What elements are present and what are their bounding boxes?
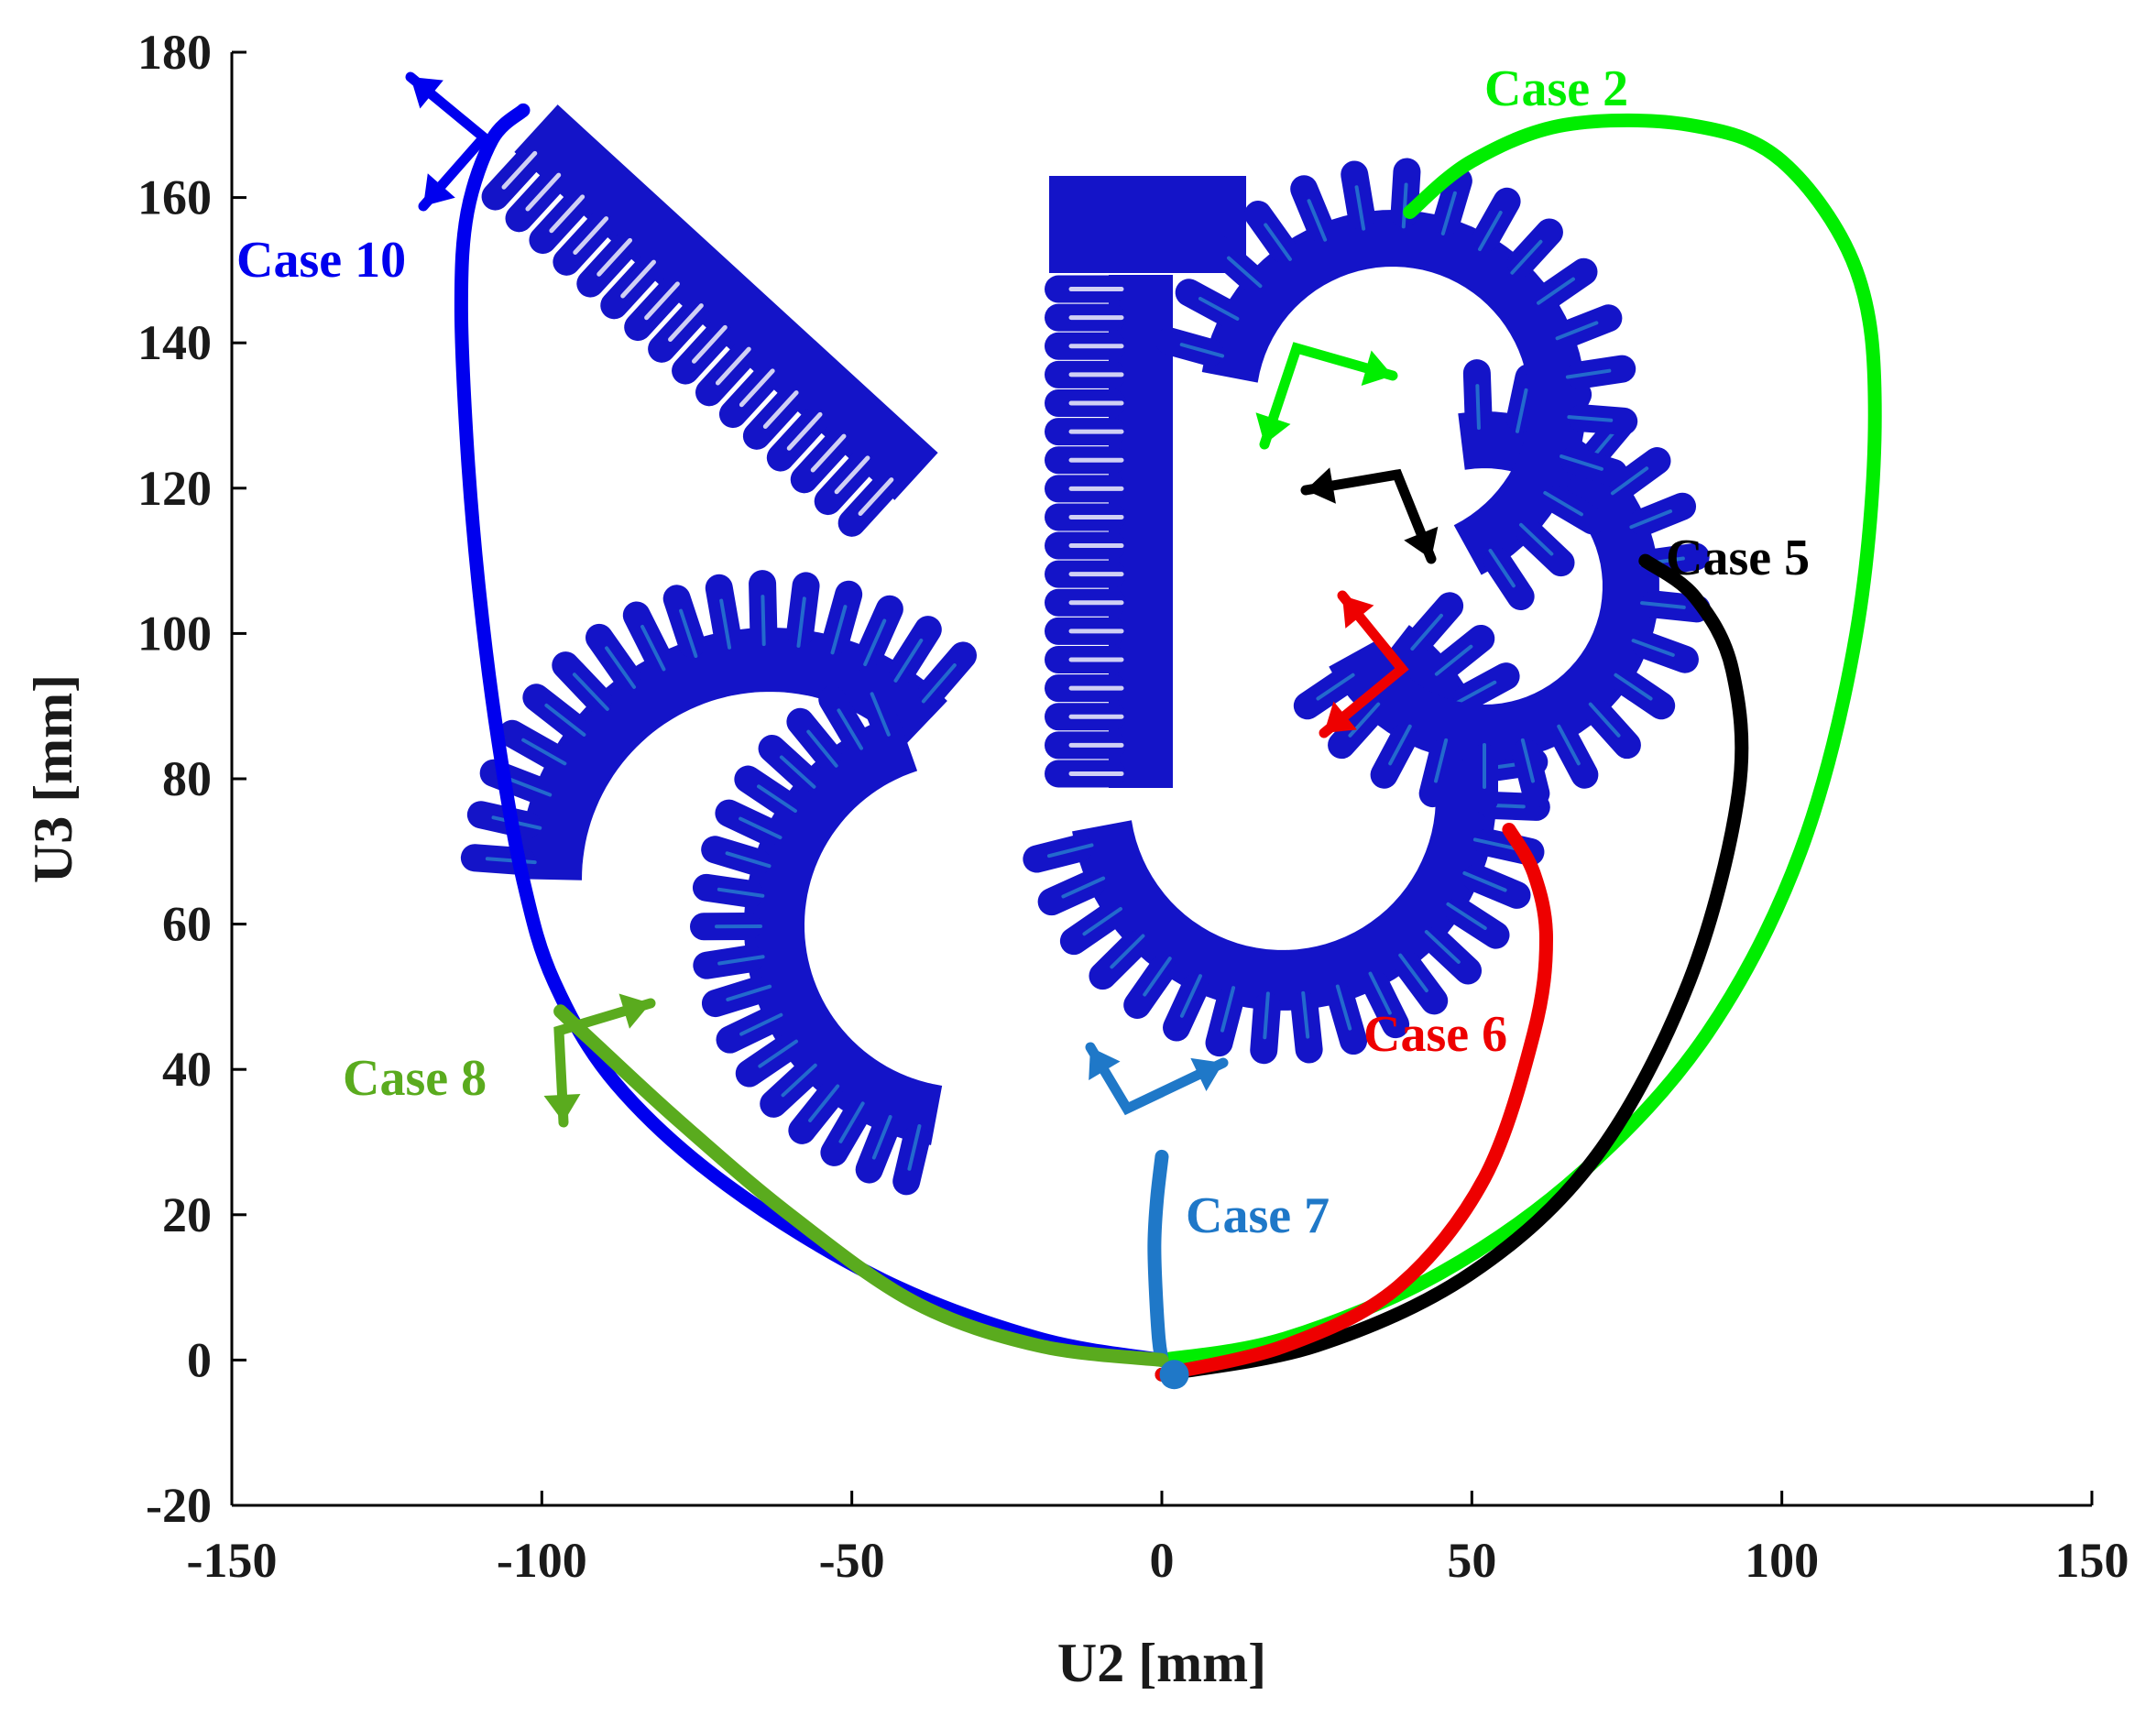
- direction-arrows: [405, 71, 1439, 1128]
- x-tick-label: 0: [1150, 1533, 1175, 1588]
- series-case-5-line: [1155, 553, 1749, 1382]
- y-axis-title: U3 [mm]: [23, 674, 83, 883]
- case-5-label: Case 5: [1666, 530, 1810, 586]
- case-10-label: Case 10: [236, 232, 406, 289]
- case-2-label: Case 2: [1484, 60, 1628, 117]
- series-case-2-line: [1155, 113, 1882, 1367]
- actuator-case-8: [460, 570, 977, 880]
- actuator-case-2: [1155, 158, 1638, 610]
- x-tick-label: 100: [1745, 1533, 1819, 1588]
- x-tick-label: -100: [497, 1533, 587, 1588]
- y-ticks: -20 0 20 40 60 80 100 120 140 160 180: [137, 25, 246, 1533]
- y-tick-label: 40: [162, 1042, 212, 1097]
- x-ticks: -150 -100 -50 0 50 100 150: [187, 1491, 2129, 1588]
- y-tick-label: 120: [137, 461, 212, 516]
- y-tick-label: -20: [146, 1478, 212, 1533]
- y-tick-label: 160: [137, 170, 212, 225]
- case-2-arrow: [1255, 342, 1398, 450]
- x-tick-label: -150: [187, 1533, 278, 1588]
- case-7-arrow: [1085, 1042, 1229, 1116]
- y-tick-label: 20: [162, 1187, 212, 1242]
- case-5-arrow: [1300, 467, 1439, 564]
- series-case-8-line: [553, 1004, 1169, 1367]
- actuator-illustration: [460, 104, 1711, 1196]
- y-tick-label: 180: [137, 25, 212, 80]
- y-tick-label: 100: [137, 606, 212, 661]
- y-tick-label: 140: [137, 315, 212, 370]
- y-tick-label: 60: [162, 897, 212, 952]
- y-tick-label: 80: [162, 751, 212, 806]
- actuator-case-7: [690, 668, 943, 1196]
- series-case-7-line: [1147, 1149, 1169, 1367]
- actuator-case-10: [481, 104, 938, 537]
- case-10-arrow: [405, 71, 491, 212]
- case-7-label: Case 7: [1186, 1187, 1330, 1244]
- origin-marker: [1159, 1360, 1189, 1390]
- x-tick-label: 50: [1447, 1533, 1496, 1588]
- series-case-6-line: [1155, 823, 1553, 1382]
- case-6-label: Case 6: [1363, 1006, 1507, 1063]
- case-8-arrow: [543, 993, 656, 1128]
- series-layer: [454, 103, 1882, 1390]
- actuator-straight: [1045, 275, 1173, 788]
- x-axis-title: U2 [mm]: [1057, 1633, 1266, 1693]
- x-tick-label: 150: [2055, 1533, 2129, 1588]
- case-8-label: Case 8: [343, 1050, 487, 1107]
- x-tick-label: -50: [819, 1533, 885, 1588]
- case-6-arrow: [1319, 590, 1409, 738]
- y-tick-label: 0: [187, 1332, 212, 1387]
